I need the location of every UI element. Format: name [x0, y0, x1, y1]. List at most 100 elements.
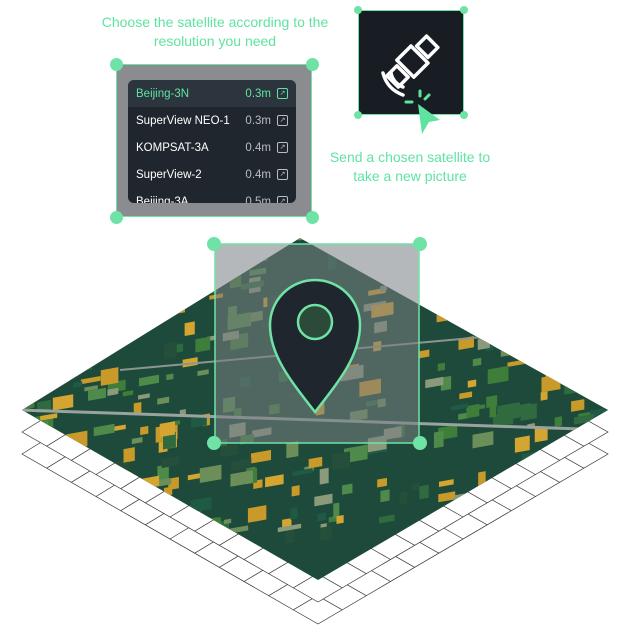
frame-handle[interactable] [413, 237, 427, 251]
map-field [55, 482, 70, 496]
satellite-name: KOMPSAT-3A [136, 141, 209, 154]
map-field [425, 376, 444, 389]
map-field [28, 273, 41, 286]
map-field [220, 238, 239, 239]
map-field [88, 387, 106, 401]
map-field [418, 284, 435, 302]
map-field [527, 270, 549, 280]
map-field [373, 205, 380, 220]
external-link-icon[interactable]: ↗ [277, 88, 288, 99]
map-field [38, 238, 62, 246]
map-field [380, 489, 390, 503]
map-field [122, 390, 134, 397]
map-field [604, 357, 608, 372]
map-field [469, 223, 481, 238]
map-field [47, 492, 63, 502]
map-field [157, 396, 170, 405]
map-field [603, 372, 608, 385]
map-field [339, 191, 353, 199]
map-field [605, 273, 608, 289]
map-field [69, 368, 77, 381]
map-field [555, 260, 569, 268]
map-field [277, 523, 302, 533]
frame-handle[interactable] [207, 436, 221, 450]
satellite-name: Beijing-3N [136, 87, 190, 100]
map-field [195, 336, 211, 353]
map-field [192, 242, 201, 251]
map-field [102, 272, 111, 284]
map-field [157, 464, 169, 482]
map-field [534, 426, 548, 443]
frame-handle [110, 211, 123, 224]
map-field [174, 297, 186, 315]
frame-handle [354, 111, 362, 119]
map-field [577, 352, 585, 358]
map-field [601, 271, 608, 282]
map-field [40, 413, 58, 421]
map-field [244, 221, 259, 231]
map-field [80, 375, 101, 385]
satellite-resolution: 0.5m [245, 195, 271, 204]
map-field [412, 196, 435, 214]
external-link-icon[interactable]: ↗ [277, 169, 288, 180]
map-field [267, 238, 284, 240]
map-field [535, 337, 552, 346]
frame-handle[interactable] [413, 436, 427, 450]
map-field [451, 247, 475, 264]
satellite-option[interactable]: Beijing-3N 0.3m ↗ [128, 80, 296, 107]
map-field [290, 507, 298, 520]
map-field [312, 187, 328, 202]
map-field [163, 431, 176, 450]
frame-handle [306, 211, 319, 224]
map-field [437, 362, 445, 372]
map-field [601, 138, 624, 156]
external-link-icon[interactable]: ↗ [277, 115, 288, 126]
map-field [118, 264, 128, 274]
map-field [97, 285, 111, 300]
map-field [149, 248, 161, 266]
map-field [432, 188, 455, 207]
frame-handle [354, 6, 362, 14]
map-field [169, 238, 177, 254]
map-field [579, 244, 599, 259]
map-field [502, 183, 513, 190]
map-field [445, 291, 468, 308]
map-field [399, 491, 408, 505]
map-field [202, 221, 209, 231]
satellite-resolution: 0.4m [245, 141, 271, 154]
satellite-resolution: 0.3m [245, 87, 271, 100]
map-field [308, 456, 323, 469]
external-link-icon[interactable]: ↗ [277, 196, 288, 203]
map-field [459, 391, 473, 400]
map-field [144, 273, 165, 288]
map-field [380, 208, 391, 220]
map-field [333, 502, 340, 519]
map-field [332, 451, 351, 470]
send-satellite-button[interactable] [358, 10, 464, 115]
map-field [478, 201, 487, 216]
map-field [311, 196, 322, 208]
map-field [190, 415, 207, 428]
map-field [44, 541, 69, 552]
map-field [93, 423, 115, 437]
map-field [231, 457, 252, 472]
map-field [438, 491, 456, 503]
map-field [157, 316, 167, 323]
frame-handle[interactable] [207, 237, 221, 251]
map-field [22, 339, 33, 356]
map-field [164, 341, 177, 360]
map-field [438, 479, 454, 487]
map-field [580, 238, 602, 251]
external-link-icon[interactable]: ↗ [277, 142, 288, 153]
map-field [474, 261, 493, 279]
map-field [69, 239, 91, 259]
satellite-option[interactable]: KOMPSAT-3A 0.4m ↗ [128, 134, 296, 161]
satellite-name: SuperView-2 [136, 168, 202, 181]
map-field [286, 440, 299, 459]
map-field [499, 164, 518, 173]
map-field [609, 131, 615, 139]
